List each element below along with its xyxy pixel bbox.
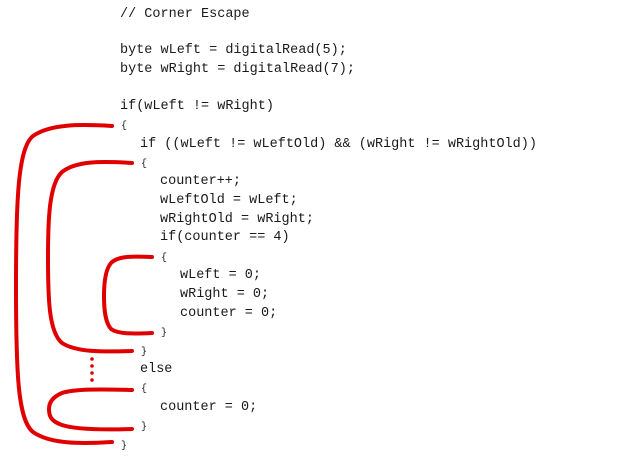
code-brace-inner-open: { bbox=[141, 159, 148, 170]
code-comment: // Corner Escape bbox=[120, 7, 250, 22]
code-brace-counter-open: { bbox=[161, 253, 168, 264]
code-line-counter-inc: counter++; bbox=[160, 174, 242, 189]
connector-dot bbox=[90, 371, 94, 375]
code-brace-else-open: { bbox=[141, 384, 148, 395]
else-bracket bbox=[47, 387, 134, 432]
code-line-else: else bbox=[140, 362, 173, 377]
code-line-if-counter: if(counter == 4) bbox=[160, 230, 290, 245]
connector-dot bbox=[90, 378, 94, 382]
code-line-left-old: wLeftOld = wLeft; bbox=[160, 193, 298, 208]
connector-dot bbox=[90, 357, 94, 361]
code-line-right-old: wRightOld = wRight; bbox=[160, 212, 314, 227]
code-brace-else-close: } bbox=[141, 422, 148, 433]
code-line-if-outer: if(wLeft != wRight) bbox=[120, 99, 274, 114]
counter-if-bracket bbox=[102, 254, 154, 336]
code-line-reset-left: wLeft = 0; bbox=[180, 268, 262, 283]
code-brace-counter-close: } bbox=[161, 328, 168, 339]
code-line-if-inner: if ((wLeft != wLeftOld) && (wRight != wR… bbox=[140, 137, 537, 152]
inner-if-bracket bbox=[46, 160, 134, 354]
code-line-read-left: byte wLeft = digitalRead(5); bbox=[120, 43, 347, 58]
code-brace-inner-close: } bbox=[141, 347, 148, 358]
code-line-reset-right: wRight = 0; bbox=[180, 287, 270, 302]
code-line-reset-counter: counter = 0; bbox=[180, 306, 278, 321]
code-line-else-counter: counter = 0; bbox=[160, 400, 258, 415]
outer-if-bracket bbox=[14, 123, 114, 445]
code-brace-outer-close: } bbox=[121, 441, 128, 452]
code-brace-outer-open: { bbox=[121, 121, 128, 132]
if-else-connector bbox=[90, 357, 94, 382]
connector-dot bbox=[90, 364, 94, 368]
code-line-read-right: byte wRight = digitalRead(7); bbox=[120, 62, 355, 77]
